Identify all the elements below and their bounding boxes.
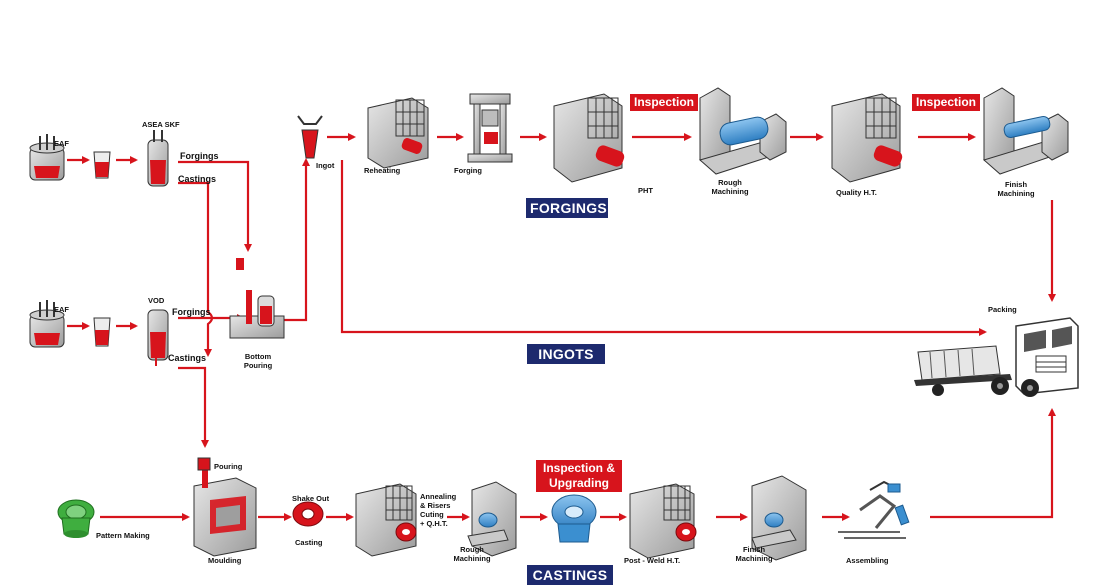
label-asea-skf: ASEA SKF — [142, 120, 180, 129]
arrow-ingot-to-packing — [340, 160, 987, 336]
label-moulding: Moulding — [208, 556, 242, 565]
label-eaf-mid: EAF — [54, 305, 69, 314]
label-assembling: Assembling — [846, 556, 889, 565]
asea-skf-vessel-icon — [147, 130, 169, 187]
forging-press-icon — [467, 93, 513, 163]
label-forging: Forging — [454, 166, 482, 175]
label-finish-machining-casting: Finish Machining — [735, 545, 773, 563]
finish-machining-lathe-icon — [982, 87, 1069, 175]
reheating-furnace-icon — [367, 97, 429, 169]
rough-machining-casting-icon — [467, 481, 517, 557]
label-finish-machining-forging: Finish Machining — [997, 180, 1035, 198]
label-casting: Casting — [295, 538, 323, 547]
pht-furnace-icon — [553, 93, 625, 183]
arrow-castings-top-to-down — [178, 181, 214, 357]
eaf-furnace-top-icon — [29, 134, 65, 181]
inspection-banner-1: Inspection — [630, 94, 699, 111]
label-rough-machining-forging: Rough Machining — [711, 178, 749, 196]
vod-vessel-icon — [147, 309, 169, 366]
label-eaf-top: EAF — [54, 139, 69, 148]
label-packing: Packing — [988, 305, 1017, 314]
castings-banner: CASTINGS — [527, 565, 613, 585]
label-shake-out: Shake Out — [292, 494, 330, 503]
label-forgings-mid: Forgings — [172, 307, 211, 317]
ingots-banner: INGOTS — [527, 344, 605, 364]
inspection-banner-2: Inspection — [912, 94, 981, 111]
ladle-mid-icon — [93, 317, 111, 347]
label-forgings-top: Forgings — [180, 151, 219, 161]
finish-machining-casting-icon — [751, 475, 807, 561]
label-pht: PHT — [638, 186, 653, 195]
moulding-box-icon — [193, 457, 257, 557]
label-castings-top: Castings — [178, 174, 217, 184]
inspection-part-icon — [551, 494, 597, 543]
ladle-top-icon — [93, 151, 111, 179]
label-post-weld: Post - Weld H.T. — [624, 556, 681, 565]
label-pouring: Pouring — [214, 462, 243, 471]
label-quality-ht: Quality H.T. — [836, 188, 877, 197]
label-vod: VOD — [148, 296, 165, 305]
label-ingot: Ingot — [316, 161, 335, 170]
label-castings-mid: Castings — [168, 353, 207, 363]
annealing-furnace-icon — [355, 483, 417, 557]
eaf-furnace-mid-icon — [29, 300, 65, 348]
pattern-icon — [57, 499, 95, 538]
label-bottom-pouring: Bottom Pouring — [243, 352, 273, 370]
label-rough-machining-casting: Rough Machining — [453, 545, 491, 563]
arrow-bottom-pouring-to-ingot — [282, 158, 310, 322]
ingot-icon — [297, 115, 323, 159]
bottom-pouring-icon — [229, 258, 285, 339]
shake-out-casting-icon — [292, 501, 324, 527]
arrow-castings-mid-to-moulding — [178, 366, 209, 448]
arrow-forgings-to-bottom-pouring — [178, 160, 252, 252]
inspection-upgrading-banner: Inspection & Upgrading — [536, 460, 622, 492]
quality-ht-furnace-icon — [831, 93, 903, 183]
label-reheating: Reheating — [364, 166, 401, 175]
rough-machining-lathe-icon — [698, 87, 787, 175]
label-annealing: Annealing & Risers Cuting + Q.H.T. — [420, 492, 457, 528]
packing-truck-icon — [914, 317, 1079, 397]
label-pattern-making: Pattern Making — [96, 531, 150, 540]
forgings-banner: FORGINGS — [526, 198, 608, 218]
post-weld-furnace-icon — [629, 483, 697, 559]
arrow-assembling-to-packing — [930, 408, 1056, 519]
flow-arrows — [67, 133, 1056, 521]
assembling-icon — [838, 480, 910, 539]
